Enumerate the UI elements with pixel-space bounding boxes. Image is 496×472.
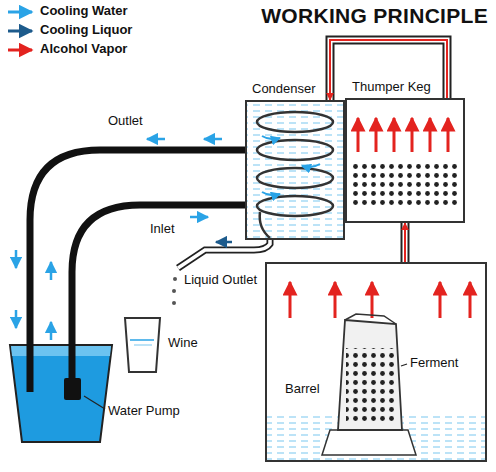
water-bucket <box>10 345 112 442</box>
ferment-stand <box>322 430 416 455</box>
keg-interior <box>351 118 460 205</box>
outlet-label: Liquid Outlet <box>184 273 257 288</box>
ferment-bag <box>338 320 402 430</box>
legend-text: Alcohol Vapor <box>40 42 127 57</box>
legend-text: Cooling Liquor <box>40 23 132 38</box>
vapor-pipe <box>330 40 447 100</box>
thumper-keg: Thumper Keg <box>345 98 465 223</box>
node-label: Condenser <box>252 82 316 97</box>
node-label: Barrel <box>285 382 320 397</box>
condenser: Condenser <box>245 100 345 240</box>
diagram-title: WORKING PRINCIPLE <box>261 4 488 28</box>
ferment-label: Ferment <box>410 356 458 371</box>
vapor-pipe <box>405 223 406 262</box>
liquid-outlet-pipe <box>172 240 270 305</box>
glass-label: Wine <box>168 336 198 351</box>
water-pump <box>64 378 81 400</box>
legend-text: Cooling Water <box>40 4 128 19</box>
water-flow-arrows <box>16 139 222 340</box>
wine-glass <box>125 318 160 372</box>
node-label: Thumper Keg <box>352 80 431 95</box>
legend-arrows <box>8 12 32 50</box>
barrel-interior <box>267 282 485 460</box>
pipe-label: Inlet <box>150 222 175 237</box>
pump-label: Water Pump <box>108 404 180 419</box>
pipe-label: Outlet <box>108 114 143 129</box>
water-pipes <box>30 150 245 392</box>
condenser-coil <box>247 102 343 238</box>
